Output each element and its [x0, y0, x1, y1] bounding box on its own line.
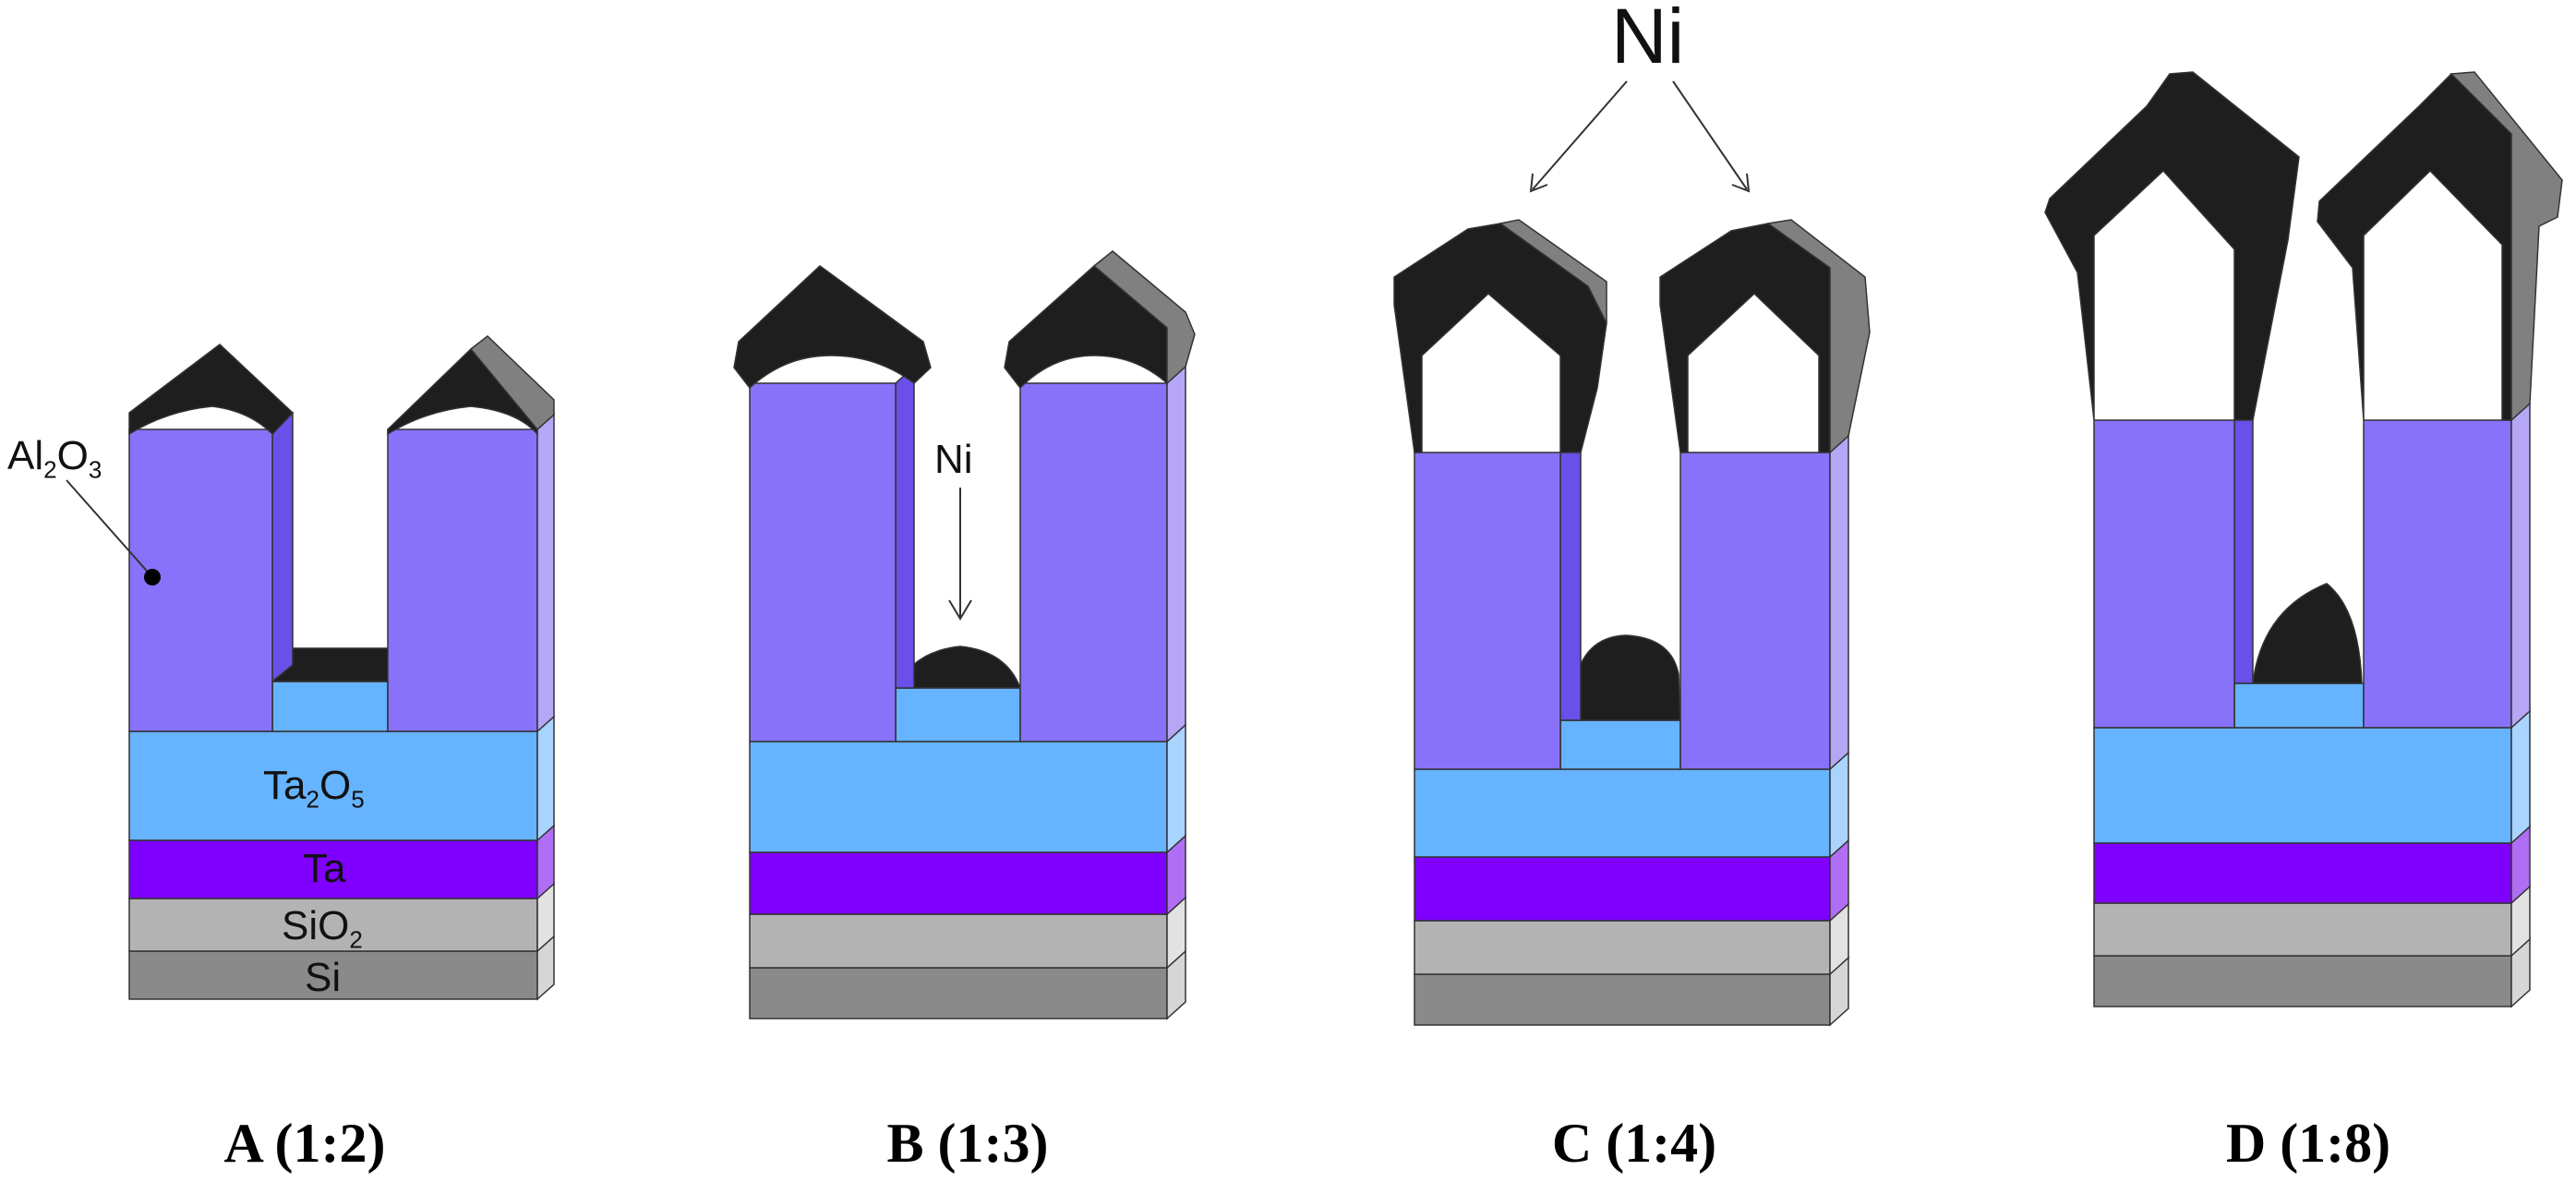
panel-b: [733, 250, 1196, 1020]
panel-b-sio2-layer: [749, 913, 1168, 969]
panel-d-ni-deposit: [2252, 583, 2363, 684]
panel-d-ta-layer: [2093, 842, 2512, 904]
panel-b-ta-layer: [749, 851, 1168, 915]
panel-a-right-ni-cap: [387, 347, 538, 436]
panel-d-si-layer: [2093, 955, 2512, 1007]
caption-b: B (1:3): [887, 1113, 1049, 1174]
panel-b-right-column: [1019, 382, 1168, 742]
panel-b-right-ni-cap-side: [1092, 250, 1196, 385]
panel-d-ta2o5-layer: [2093, 727, 2512, 844]
ni-c-arrowhead-right: [1731, 173, 1751, 193]
panel-b-ta2o5-layer: [749, 741, 1168, 853]
panel-d-right-ni-cap: [2317, 72, 2512, 421]
panel-c-right-ni-cap-side: [1766, 219, 1871, 454]
al2o3-pointer-dot: [144, 569, 161, 585]
panel-c-left-ni-cap: [1393, 223, 1607, 453]
panel-a-left-ni-cap: [128, 344, 295, 436]
panel-d-ta2o5-side: [2510, 709, 2531, 845]
panel-d-left-column: [2093, 419, 2235, 729]
panel-d-sio2-layer: [2093, 902, 2512, 957]
label-ta2o5: Ta2O5: [263, 763, 365, 814]
panel-c-ta2o5-side: [1829, 751, 1849, 859]
panel-b-pore-base: [895, 687, 1021, 742]
panel-c: [1393, 219, 1871, 1027]
caption-d: D (1:8): [2226, 1113, 2390, 1174]
panel-c-ni-deposit: [1573, 634, 1681, 721]
panel-c-left-ni-cap-side: [1499, 219, 1607, 324]
caption-a: A (1:2): [224, 1113, 386, 1174]
panel-d-left-ni-cap: [2044, 71, 2300, 421]
panel-c-right-ni-cap: [1659, 223, 1831, 453]
panel-b-left-ni-cap: [733, 265, 932, 390]
ni-b-arrowhead: [948, 599, 972, 621]
ni-c-arrowhead-left: [1529, 173, 1548, 193]
panel-d-pore-base: [2233, 682, 2365, 729]
panel-b-left-column-side: [895, 365, 915, 742]
panel-c-right-column-side: [1829, 434, 1849, 771]
panel-b-left-column: [749, 382, 897, 742]
panel-c-left-column: [1414, 452, 1561, 770]
al2o3-pointer-line: [66, 479, 153, 578]
label-sio2: SiO2: [282, 903, 363, 954]
panel-a-si-layer: [128, 950, 538, 1000]
panel-d-right-column-side: [2510, 402, 2531, 730]
panel-c-ta-layer: [1414, 856, 1831, 922]
label-si: Si: [305, 955, 341, 1000]
panel-c-sio2-layer: [1414, 920, 1831, 975]
panel-c-right-column: [1679, 452, 1831, 770]
ni-c-arrow-left: [1532, 80, 1628, 190]
panel-b-right-column-side: [1166, 365, 1186, 743]
panel-c-si-layer: [1414, 973, 1831, 1026]
label-ni-c: Ni: [1611, 0, 1684, 79]
panel-a: [128, 335, 555, 1001]
panel-a-right-column: [387, 428, 538, 732]
panel-b-si-layer: [749, 967, 1168, 1019]
ni-c-arrow-right: [1672, 80, 1748, 190]
label-al2o3: Al2O3: [7, 433, 102, 484]
panel-a-right-column-side: [536, 413, 555, 733]
panel-c-ta2o5-layer: [1414, 768, 1831, 858]
panel-a-ta2o5-layer: [128, 730, 538, 841]
label-ni-b: Ni: [934, 437, 973, 482]
panel-a-pore-base: [271, 681, 389, 732]
caption-c: C (1:4): [1552, 1113, 1716, 1174]
panel-a-right-ni-cap-side: [469, 335, 555, 431]
panel-d-right-column: [2363, 419, 2512, 729]
panel-b-ta2o5-side: [1166, 723, 1186, 854]
panel-a-ta2o5-side: [536, 715, 555, 842]
panel-c-pore-base: [1559, 719, 1681, 770]
panel-d-left-column-side: [2233, 402, 2254, 728]
panel-c-left-column-side: [1559, 434, 1582, 769]
panel-a-sio2-layer: [128, 898, 538, 952]
label-ta: Ta: [303, 846, 346, 891]
panel-d-right-ni-cap-side: [2450, 71, 2563, 422]
panel-d: [2044, 71, 2563, 1008]
